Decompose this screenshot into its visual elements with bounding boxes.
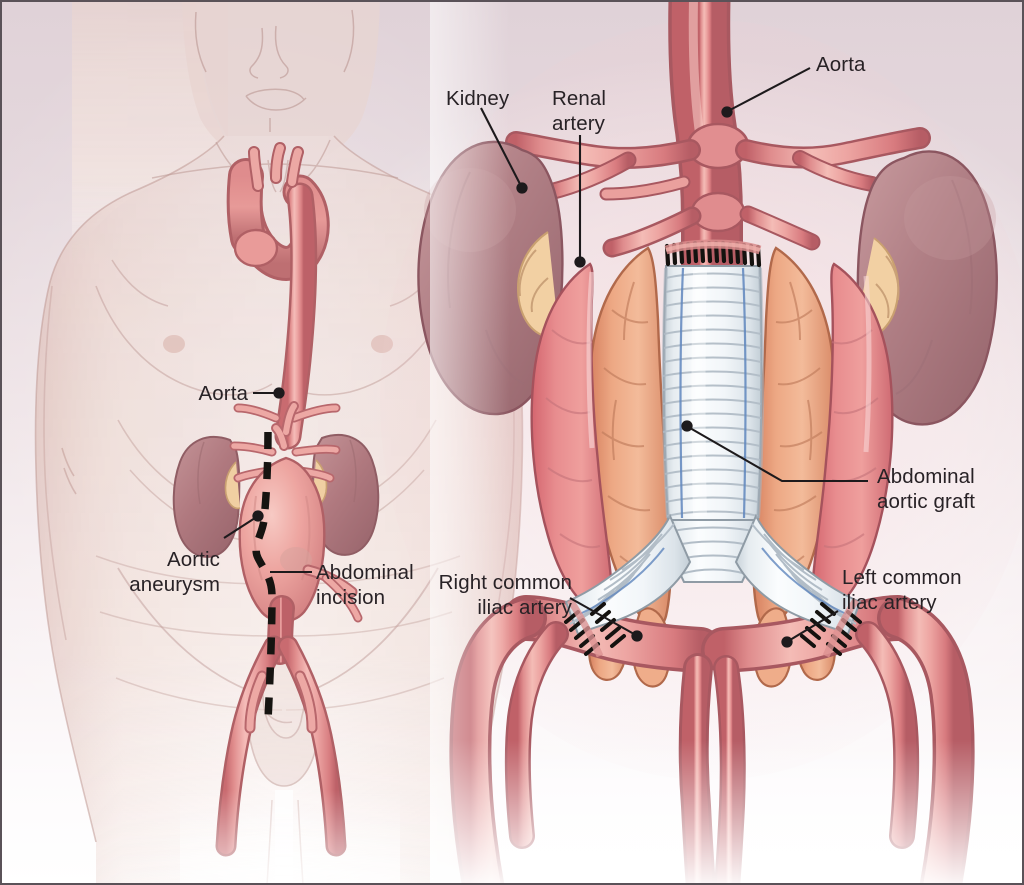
- label-aortic-aneurysm: Aortic aneurysm: [129, 548, 220, 596]
- left-panel-vasculature: [172, 142, 400, 883]
- leader-left-common-iliac: [789, 610, 839, 641]
- leader-aorta-right: [729, 67, 811, 111]
- renal-arteries: [505, 127, 931, 258]
- abdominal-incision-dashed-line: [252, 431, 276, 721]
- right-panel-kidney-right-image: [855, 150, 998, 426]
- leader-right-common-iliac: [569, 597, 635, 635]
- label-left-common-iliac-artery: Left common iliac artery: [842, 566, 962, 614]
- left-panel-kidney-right: [172, 436, 241, 558]
- leader-kidney: [480, 107, 521, 185]
- label-aorta-right: Aorta: [816, 53, 866, 76]
- abdominal-aortic-graft: [564, 265, 862, 636]
- leader-abdominal-aortic-graft: [689, 427, 868, 483]
- label-abdominal-incision: Abdominal incision: [316, 561, 414, 609]
- label-right-common-iliac-artery: Right common iliac artery: [438, 571, 572, 619]
- label-renal-artery: Renal artery: [552, 87, 607, 135]
- label-abdominal-aortic-graft: Abdominal aortic graft: [877, 465, 976, 513]
- leader-aortic-aneurysm: [223, 517, 256, 539]
- label-kidney: Kidney: [446, 87, 510, 110]
- label-aorta-left: Aorta: [198, 382, 248, 405]
